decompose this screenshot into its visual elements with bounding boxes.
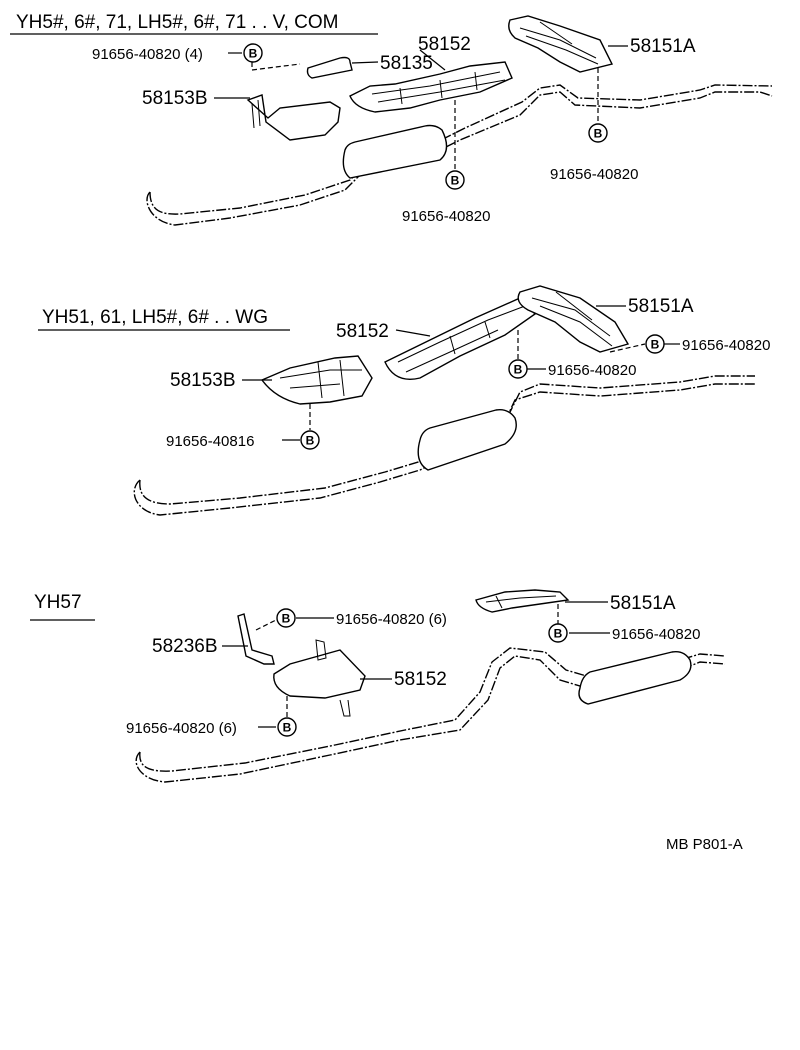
bolt-marker: B — [276, 608, 296, 628]
part-58152-insulator — [384, 297, 537, 380]
exhaust-pipe — [133, 383, 755, 516]
label-bolt-left: 91656-40816 — [166, 433, 254, 450]
svg-text:B: B — [651, 338, 660, 352]
leader-bolt-right — [609, 343, 646, 353]
leader-58135-bolt — [251, 62, 301, 71]
part-58153b-ribs — [251, 99, 261, 129]
exhaust-pipe-inner — [139, 647, 726, 772]
label-bolt4: 91656-40820 (4) — [92, 46, 203, 63]
part-58236b-bracket — [237, 613, 275, 665]
svg-text:B: B — [249, 47, 258, 61]
label-bolt-right: 91656-40820 — [550, 166, 638, 183]
svg-text:B: B — [554, 627, 563, 641]
part-58135-bracket — [306, 56, 353, 79]
label-bolt-bottom: 91656-40820 (6) — [126, 720, 237, 737]
label-58151a: 58151A — [628, 296, 694, 317]
part-58151a-ribs — [531, 291, 613, 347]
part-58151a-ribs — [485, 595, 557, 609]
label-58151a: 58151A — [610, 593, 676, 614]
label-58135: 58135 — [380, 53, 433, 74]
exhaust-pipe-inner — [149, 84, 773, 215]
svg-text:B: B — [514, 363, 523, 377]
label-58152: 58152 — [336, 321, 389, 342]
bolt-marker: B — [548, 623, 568, 643]
bolt-marker: B — [277, 717, 297, 737]
section-1-header: YH5#, 6#, 71, LH5#, 6#, 71 . . V, COM — [16, 12, 338, 33]
section-3: YH57 B B B 58151A — [30, 589, 726, 783]
footer-code: MB P801-A — [666, 836, 743, 853]
muffler — [342, 124, 448, 179]
leader-58135 — [351, 61, 379, 64]
part-58151a-ribs — [519, 21, 599, 65]
section-2-header: YH51, 61, LH5#, 6# . . WG — [42, 307, 268, 328]
muffler — [417, 408, 517, 471]
part-58151a-insulator — [508, 15, 614, 73]
label-bolt-right: 91656-40820 — [682, 337, 770, 354]
section-3-header: YH57 — [34, 592, 82, 613]
part-58151a-insulator — [475, 589, 570, 613]
svg-text:B: B — [283, 721, 292, 735]
label-bolt-mid: 91656-40820 — [548, 362, 636, 379]
label-58153b: 58153B — [142, 88, 208, 109]
leader-58152 — [419, 49, 446, 71]
exhaust-pipe — [146, 91, 773, 226]
part-58152-insulator — [273, 649, 366, 699]
bolt-marker: B — [588, 123, 608, 143]
part-58152-ribs — [397, 305, 526, 373]
label-bolt-right: 91656-40820 — [612, 626, 700, 643]
svg-text:B: B — [282, 612, 291, 626]
label-58153b: 58153B — [170, 370, 236, 391]
exhaust-pipe-inner — [139, 375, 755, 505]
label-58152: 58152 — [418, 34, 471, 55]
section-2: YH51, 61, LH5#, 6# . . WG B B — [38, 285, 770, 516]
leader-bolt-top — [255, 619, 277, 631]
bolt-marker: B — [243, 43, 263, 63]
label-58152: 58152 — [394, 669, 447, 690]
leader-58152 — [395, 329, 431, 337]
label-bolt-top: 91656-40820 (6) — [336, 611, 447, 628]
part-58152-ribs — [371, 71, 506, 105]
label-58151a: 58151A — [630, 36, 696, 57]
label-58236b: 58236B — [152, 636, 218, 657]
svg-text:B: B — [306, 434, 315, 448]
part-58152-tabs — [315, 639, 351, 717]
part-58153b-insulator — [246, 94, 341, 141]
muffler — [578, 650, 692, 705]
bolt-marker: B — [508, 359, 528, 379]
bolt-marker: B — [645, 334, 665, 354]
label-bolt-mid: 91656-40820 — [402, 208, 490, 225]
exhaust-pipe — [135, 655, 726, 783]
bolt-marker: B — [300, 430, 320, 450]
bolt-marker: B — [445, 170, 465, 190]
section-1: YH5#, 6#, 71, LH5#, 6#, 71 . . V, COM B — [10, 12, 773, 226]
svg-text:B: B — [451, 174, 460, 188]
svg-text:B: B — [594, 127, 603, 141]
part-58153b-ribs — [279, 359, 362, 399]
part-58153b-insulator — [260, 355, 373, 405]
